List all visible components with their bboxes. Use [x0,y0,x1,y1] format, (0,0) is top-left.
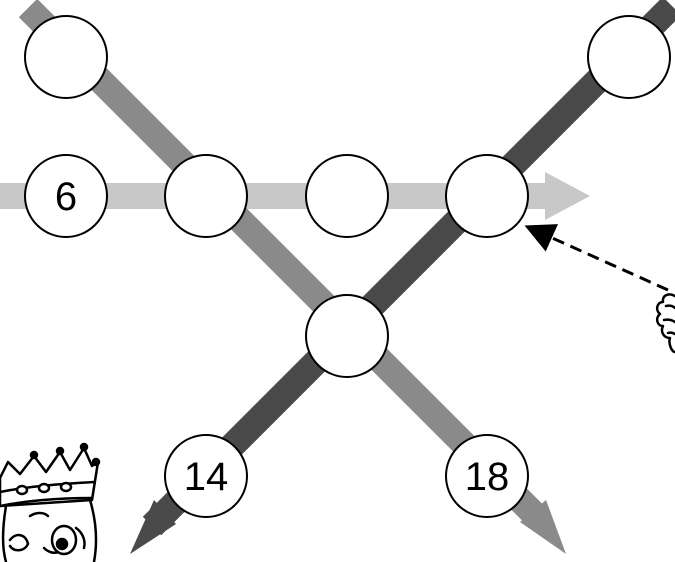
node-row-4 [445,154,529,238]
diagonal-arrow-down-left [130,0,675,554]
node-center [305,294,389,378]
node-top-right [587,15,671,99]
node-label: 6 [55,175,77,219]
king-character-icon [0,442,101,562]
node-label: 14 [184,455,229,499]
pointing-hand-icon [655,293,675,354]
diagonal-arrow-down-right [18,0,566,554]
node-row-3 [305,154,389,238]
node-bottom-left: 14 [164,434,248,518]
node-label: 18 [465,455,510,499]
node-top-left [24,15,108,99]
dashed-pointer-arrow [524,224,669,292]
node-row-2 [164,154,248,238]
node-bottom-right: 18 [445,434,529,518]
node-row-start: 6 [24,154,108,238]
